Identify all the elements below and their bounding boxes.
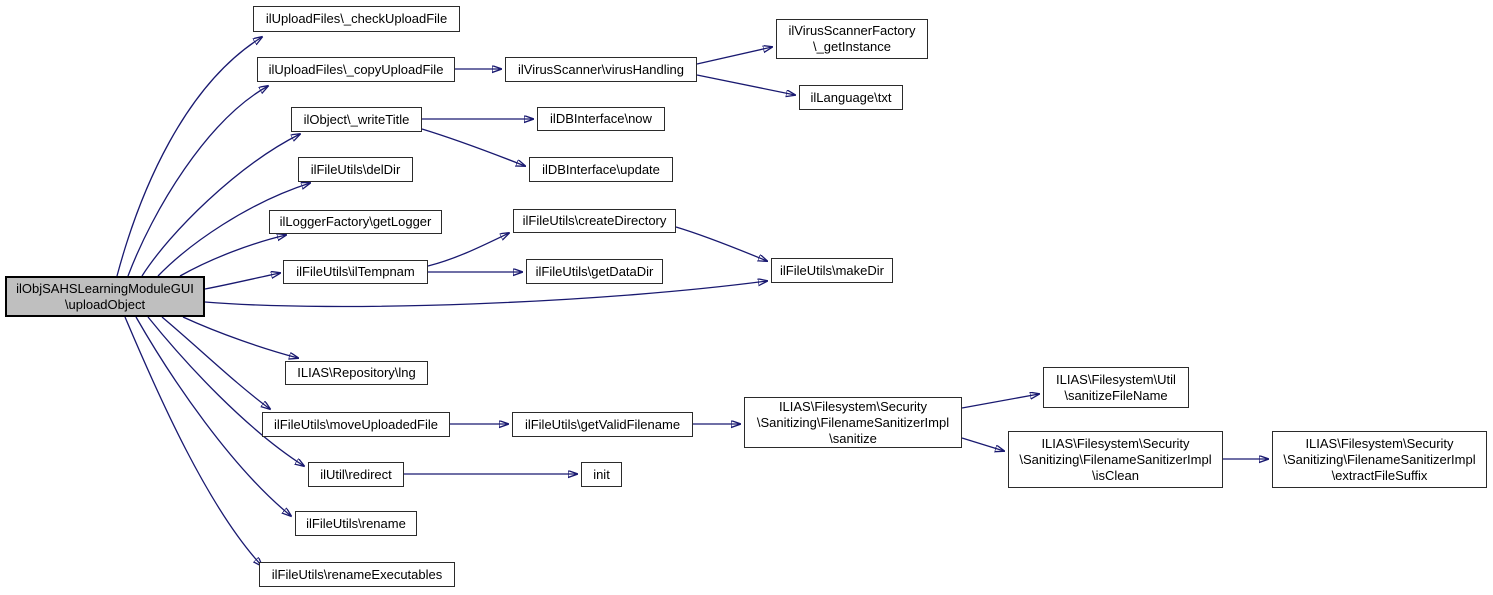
edge-il_tempnam-create_directory [427,233,509,267]
node-get-valid-filename[interactable]: ilFileUtils\getValidFilename [512,412,693,437]
node-sanitize-file-name[interactable]: ILIAS\Filesystem\Util \sanitizeFileName [1043,367,1189,408]
node-write-title[interactable]: ilObject\_writeTitle [291,107,422,132]
node-check-upload-file[interactable]: ilUploadFiles\_checkUploadFile [253,6,460,32]
edge-sanitize-is_clean [961,437,1004,451]
edge-upload_object-get_logger [179,235,286,277]
node-db-update[interactable]: ilDBInterface\update [529,157,673,182]
edge-upload_object-lng [182,316,298,358]
edge-upload_object-rename [135,316,291,516]
node-virus-handling[interactable]: ilVirusScanner\virusHandling [505,57,697,82]
edge-upload_object-rename_executables [124,316,262,566]
node-txt[interactable]: ilLanguage\txt [799,85,903,110]
node-redirect[interactable]: ilUtil\redirect [308,462,404,487]
node-lng[interactable]: ILIAS\Repository\lng [285,361,428,385]
edge-upload_object-del_dir [157,183,310,277]
node-make-dir[interactable]: ilFileUtils\makeDir [771,258,893,283]
node-upload-object: ilObjSAHSLearningModuleGUI \uploadObject [5,276,205,317]
edge-write_title-db_update [421,128,525,166]
node-is-clean[interactable]: ILIAS\Filesystem\Security \Sanitizing\Fi… [1008,431,1223,488]
node-move-uploaded-file[interactable]: ilFileUtils\moveUploadedFile [262,412,450,437]
node-rename-executables[interactable]: ilFileUtils\renameExecutables [259,562,455,587]
node-extract-file-suffix[interactable]: ILIAS\Filesystem\Security \Sanitizing\Fi… [1272,431,1487,488]
node-init[interactable]: init [581,462,622,487]
node-il-tempnam[interactable]: ilFileUtils\ilTempnam [283,260,428,284]
node-db-now[interactable]: ilDBInterface\now [537,107,665,131]
edge-upload_object-move_uploaded_file [161,316,270,409]
edge-upload_object-il_tempnam [204,273,280,290]
edge-sanitize-sanitize_file_name [961,394,1039,409]
node-copy-upload-file[interactable]: ilUploadFiles\_copyUploadFile [257,57,455,82]
edge-create_directory-make_dir [675,226,767,261]
edge-virus_handling-txt [696,74,795,95]
node-sanitize[interactable]: ILIAS\Filesystem\Security \Sanitizing\Fi… [744,397,962,448]
edge-upload_object-redirect [147,316,304,466]
edge-upload_object-make_dir [204,281,767,308]
edge-upload_object-check_upload_file [116,37,262,277]
node-get-logger[interactable]: ilLoggerFactory\getLogger [269,210,442,234]
node-get-instance[interactable]: ilVirusScannerFactory \_getInstance [776,19,928,59]
node-del-dir[interactable]: ilFileUtils\delDir [298,157,413,182]
edge-upload_object-write_title [141,134,300,277]
node-get-data-dir[interactable]: ilFileUtils\getDataDir [526,259,663,284]
node-rename[interactable]: ilFileUtils\rename [295,511,417,536]
edge-upload_object-copy_upload_file [127,86,268,277]
edge-virus_handling-get_instance [696,47,772,65]
node-create-directory[interactable]: ilFileUtils\createDirectory [513,209,676,233]
